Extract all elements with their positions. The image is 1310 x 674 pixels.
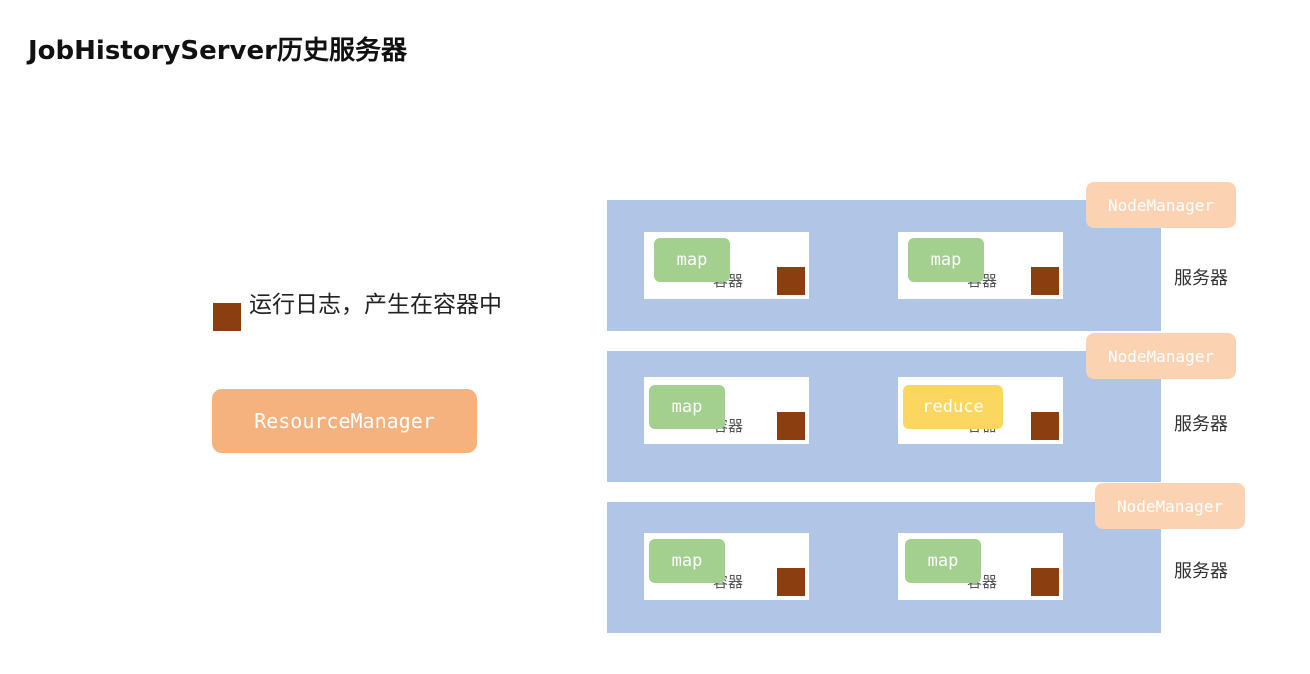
container: 容器 map [644,377,809,444]
resource-manager: ResourceManager [212,389,477,453]
server-box: 容器 map 容器 map [607,200,1161,331]
log-square [1031,568,1059,596]
node-manager: NodeManager [1086,182,1236,228]
server-label: 服务器 [1174,414,1228,435]
log-square [1031,412,1059,440]
container: 容器 map [644,232,809,299]
container: 容器 reduce [898,377,1063,444]
map-task: map [654,238,730,282]
map-task: map [908,238,984,282]
container: 容器 map [898,533,1063,600]
log-legend-text: 运行日志，产生在容器中 [249,292,502,318]
server-label: 服务器 [1174,268,1228,289]
container: 容器 map [644,533,809,600]
log-square [1031,267,1059,295]
log-legend-square [213,303,241,331]
server-box: 容器 map 容器 map [607,502,1161,633]
server-box: 容器 map 容器 reduce [607,351,1161,482]
log-square [777,568,805,596]
reduce-task: reduce [903,385,1003,429]
map-task: map [649,539,725,583]
server-label: 服务器 [1174,561,1228,582]
node-manager: NodeManager [1086,333,1236,379]
page-title: JobHistoryServer历史服务器 [28,36,407,66]
log-square [777,412,805,440]
map-task: map [905,539,981,583]
log-square [777,267,805,295]
map-task: map [649,385,725,429]
node-manager: NodeManager [1095,483,1245,529]
container: 容器 map [898,232,1063,299]
